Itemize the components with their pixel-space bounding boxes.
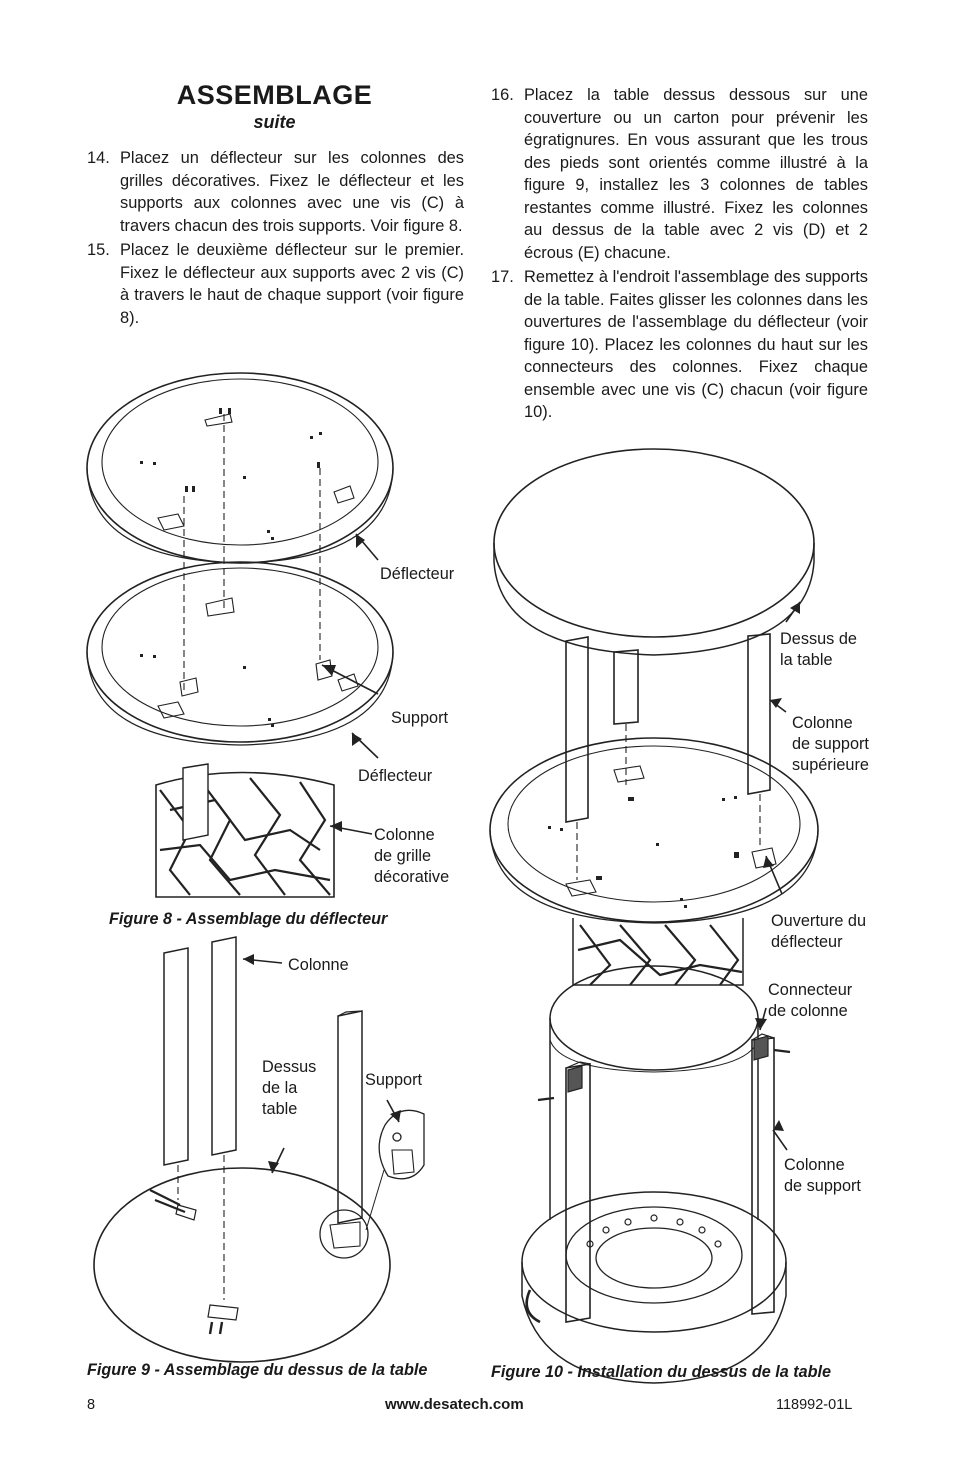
document-number: 118992-01L xyxy=(776,1397,853,1413)
label-column-connector: Connecteur de colonne xyxy=(768,981,853,1020)
step-14: 14. Placez un déflecteur sur les colonne… xyxy=(87,147,464,237)
step-text: Placez la table dessus dessous sur une c… xyxy=(524,86,868,262)
label-deflector-bottom: Déflecteur xyxy=(358,767,433,785)
figure9-drawing xyxy=(93,936,425,1363)
steps-right: 16. Placez la table dessus dessous sur u… xyxy=(491,84,868,426)
label-deflector-opening: Ouverture du déflecteur xyxy=(771,912,867,951)
page-number: 8 xyxy=(87,1397,96,1413)
step-17: 17. Remettez à l'endroit l'assemblage de… xyxy=(491,266,868,424)
deflector-top-outline xyxy=(86,372,394,564)
table-top-disc xyxy=(493,448,815,638)
section-title: ASSEMBLAGE xyxy=(176,80,373,110)
table-top-outline xyxy=(93,1167,391,1363)
steps-left: 14. Placez un déflecteur sur les colonne… xyxy=(87,147,464,331)
step-number: 14. xyxy=(87,149,110,167)
figure8-caption: Figure 8 - Assemblage du déflecteur xyxy=(109,910,388,928)
step-text: Remettez à l'endroit l'assemblage des su… xyxy=(524,268,868,421)
label-support-column: Colonne de support xyxy=(784,1156,861,1195)
label-support-fig9: Support xyxy=(365,1071,423,1089)
grille-cylinder xyxy=(155,771,335,898)
figure10-drawing xyxy=(489,448,819,1384)
deflector-bottom-outline xyxy=(86,561,394,743)
label-column-fig9: Colonne xyxy=(288,956,349,974)
footer-url: www.desatech.com xyxy=(385,1396,524,1413)
step-16: 16. Placez la table dessus dessous sur u… xyxy=(491,84,868,264)
step-number: 16. xyxy=(491,86,514,104)
figure9-caption: Figure 9 - Assemblage du dessus de la ta… xyxy=(87,1361,428,1379)
label-grille-column: Colonne de grille décorative xyxy=(374,826,450,886)
figure10-caption: Figure 10 - Installation du dessus de la… xyxy=(491,1363,832,1381)
deflector-ring xyxy=(489,737,819,923)
step-number: 15. xyxy=(87,241,110,259)
step-number: 17. xyxy=(491,268,514,286)
label-table-top-fig10: Dessus de la table xyxy=(780,630,857,669)
step-text: Placez un déflecteur sur les colonnes de… xyxy=(120,149,464,235)
step-15: 15. Placez le deuxième déflecteur sur le… xyxy=(87,239,464,329)
step-text: Placez le deuxième déflecteur sur le pre… xyxy=(120,241,464,327)
figure8-drawing xyxy=(86,372,394,898)
label-upper-column: Colonne de support supérieure xyxy=(792,714,869,774)
label-table-top-fig9: Dessus de la table xyxy=(262,1058,317,1118)
label-support-fig8: Support xyxy=(391,709,449,727)
deflector-top-inner xyxy=(101,378,379,546)
label-deflector-top: Déflecteur xyxy=(380,565,455,583)
section-subtitle: suite xyxy=(253,112,296,132)
